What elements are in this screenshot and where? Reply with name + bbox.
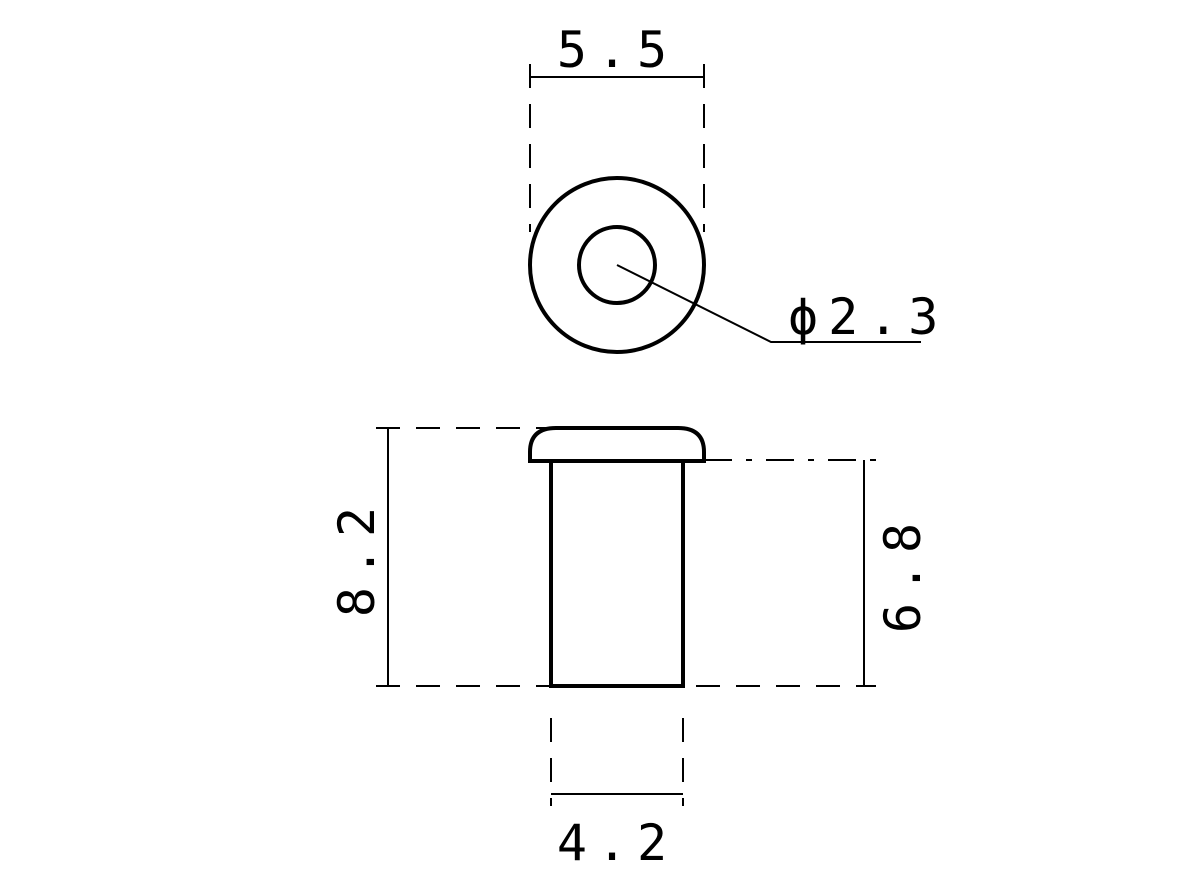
total-height-label: 8.2 [328,497,386,617]
shank-width-label: 4.2 [557,814,677,872]
eyelet-shank-outline [549,459,685,688]
inner-hole-circle [577,225,657,305]
hole-leader-line [616,264,921,343]
hole-diameter-label: ϕ2.3 [788,288,948,346]
side-view: 8.2 6.8 4.2 [328,426,932,872]
eyelet-head-outline [528,426,706,463]
top-width-label: 5.5 [557,21,677,79]
top-view: 5.5 ϕ2.3 [528,21,948,354]
shank-height-label: 6.8 [874,513,932,633]
outer-circle [528,176,706,354]
